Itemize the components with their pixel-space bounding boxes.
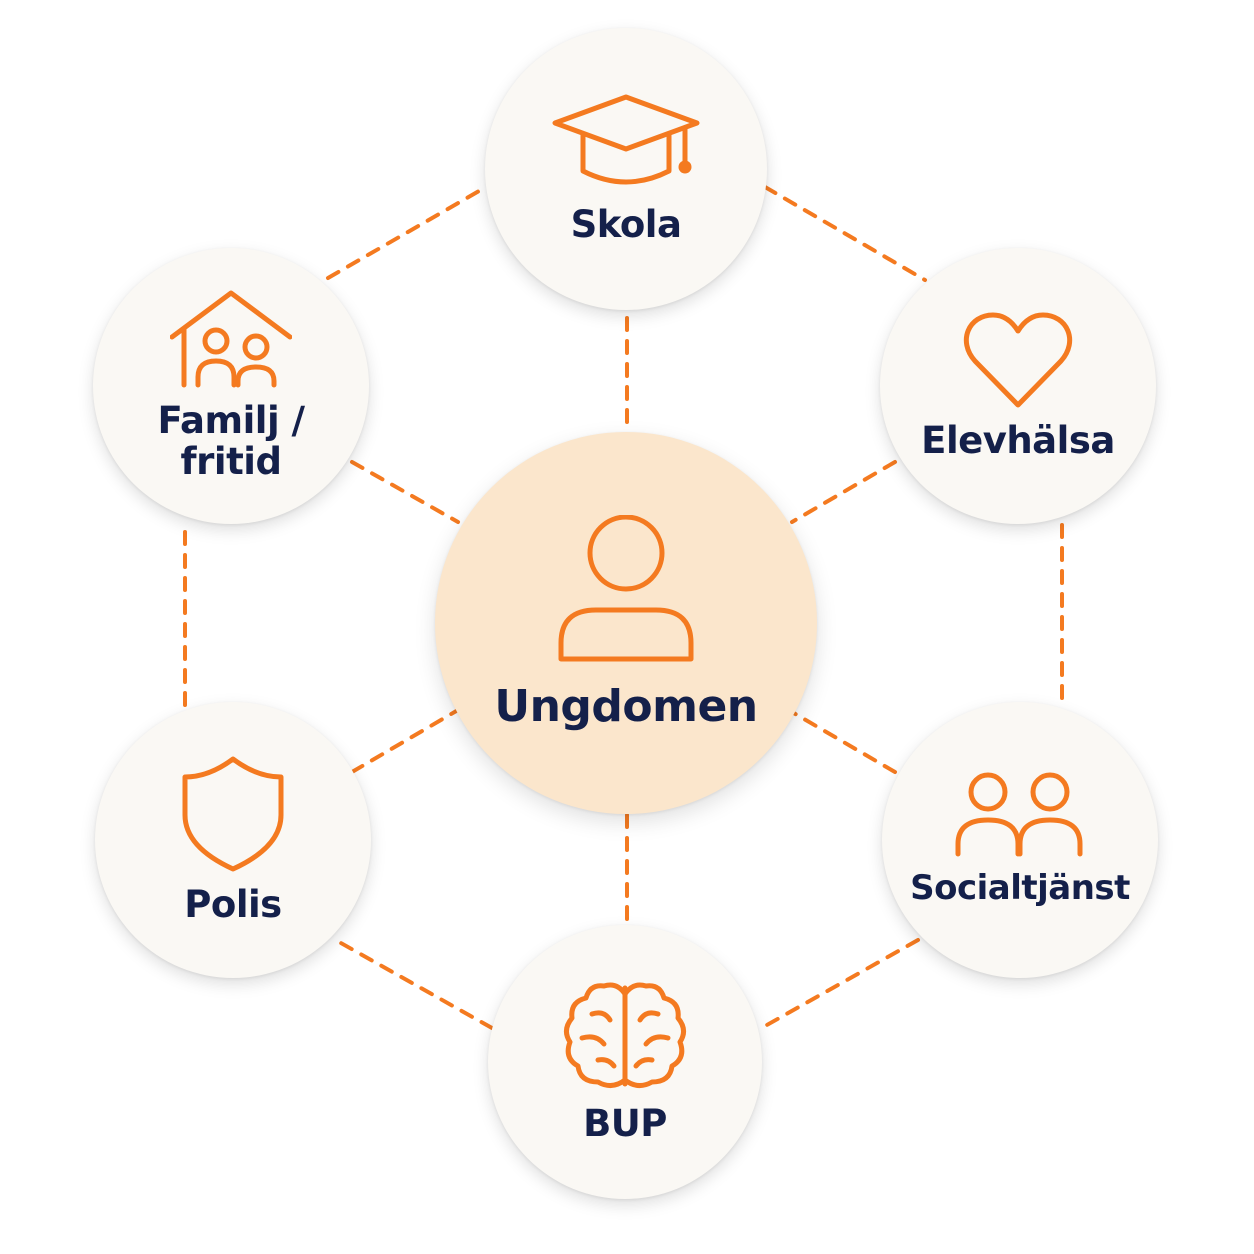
- node-polis: Polis: [95, 702, 371, 978]
- node-label-familj-fritid: Familj / fritid: [157, 399, 305, 483]
- heart-icon: [963, 312, 1073, 408]
- node-socialtjanst: Socialtjänst: [882, 702, 1158, 978]
- people-icon: [955, 772, 1083, 857]
- link-center-socialtjanst: [790, 710, 897, 774]
- node-elevhalsa: Elevhälsa: [880, 248, 1156, 524]
- link-familj-skola: [326, 185, 488, 280]
- link-socialtjanst-bup: [756, 938, 920, 1032]
- node-skola: Skola: [485, 28, 767, 310]
- node-familj-fritid: Familj / fritid: [93, 248, 369, 524]
- brain-icon: [564, 982, 686, 1088]
- house-family-icon: [170, 290, 292, 388]
- link-bup-polis: [330, 936, 494, 1030]
- link-center-elevhalsa: [790, 460, 897, 524]
- node-label-polis: Polis: [184, 882, 282, 926]
- node-label-skola: Skola: [570, 202, 682, 246]
- shield-icon: [182, 756, 284, 872]
- link-center-polis: [350, 708, 460, 774]
- person-icon: [558, 514, 694, 662]
- link-skola-elevhalsa: [763, 185, 927, 282]
- link-center-familj: [350, 460, 460, 524]
- node-label-socialtjanst: Socialtjänst: [910, 868, 1130, 909]
- node-bup: BUP: [488, 925, 762, 1199]
- node-label-bup: BUP: [583, 1101, 667, 1145]
- center-node-ungdomen: Ungdomen: [435, 432, 817, 814]
- node-label-elevhalsa: Elevhälsa: [921, 418, 1115, 462]
- center-label: Ungdomen: [494, 680, 758, 732]
- graduation-cap-icon: [552, 94, 700, 185]
